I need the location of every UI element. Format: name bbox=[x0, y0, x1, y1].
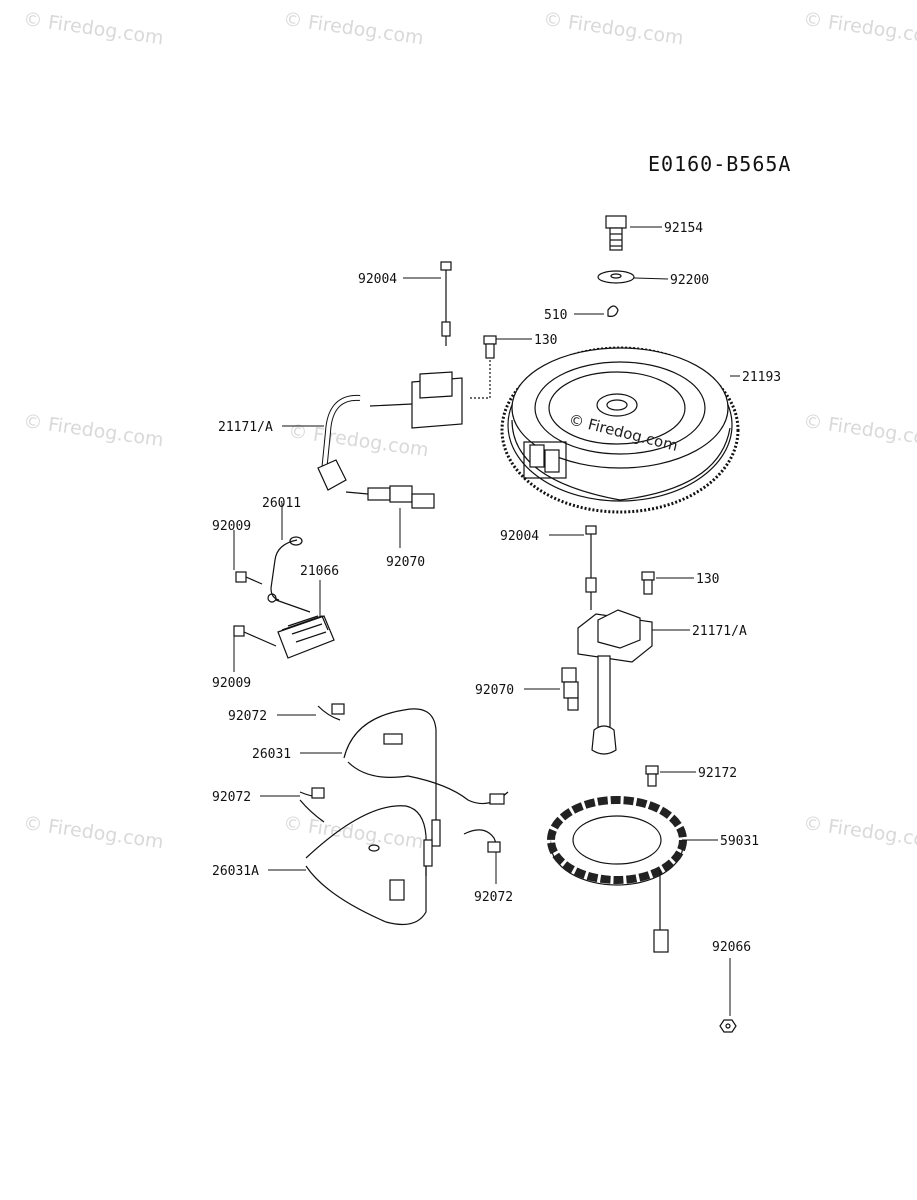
part-label: 26011 bbox=[262, 496, 301, 511]
part-label: 92009 bbox=[212, 676, 251, 691]
harness-26031 bbox=[317, 703, 509, 847]
part-label: 92172 bbox=[698, 766, 737, 781]
part-label: 92200 bbox=[670, 273, 709, 288]
stator-59031 bbox=[547, 796, 687, 953]
connector-92072-a bbox=[299, 787, 325, 823]
key-510 bbox=[607, 305, 619, 317]
part-label: 21171/A bbox=[692, 624, 747, 639]
spark-plug-upper bbox=[345, 485, 435, 509]
part-label: 59031 bbox=[720, 834, 759, 849]
part-label: 21193 bbox=[742, 370, 781, 385]
spark-plug-lower bbox=[561, 667, 579, 711]
part-label: 130 bbox=[696, 572, 719, 587]
part-label: 92072 bbox=[228, 709, 267, 724]
part-label: 26031 bbox=[252, 747, 291, 762]
part-label: 92070 bbox=[386, 555, 425, 570]
part-label: 510 bbox=[544, 308, 567, 323]
part-label: 92154 bbox=[664, 221, 703, 236]
screw-92009-lower bbox=[233, 625, 277, 647]
washer-92200 bbox=[597, 270, 635, 284]
part-label: 92072 bbox=[474, 890, 513, 905]
flywheel-21193 bbox=[500, 346, 740, 514]
part-label: 21066 bbox=[300, 564, 339, 579]
ground-lead-26011 bbox=[267, 536, 311, 613]
part-label: 130 bbox=[534, 333, 557, 348]
ignition-coil-upper bbox=[317, 261, 491, 491]
screw-92009-upper bbox=[235, 571, 263, 585]
connector-92072-b bbox=[463, 829, 501, 853]
part-label: 92070 bbox=[475, 683, 514, 698]
bolt-130-lower bbox=[641, 571, 655, 595]
leader-lines bbox=[233, 226, 740, 1016]
bolt-130-upper bbox=[483, 335, 497, 359]
screw-92172 bbox=[645, 765, 659, 787]
nut-92066 bbox=[719, 1019, 737, 1033]
part-label: 92072 bbox=[212, 790, 251, 805]
part-label: 92009 bbox=[212, 519, 251, 534]
ignition-coil-lower bbox=[577, 609, 653, 755]
part-label: 92066 bbox=[712, 940, 751, 955]
stud-92004-lower bbox=[585, 525, 597, 610]
part-label: 92004 bbox=[500, 529, 539, 544]
igniter-21066 bbox=[277, 615, 335, 659]
diagram-code: E0160-B565A bbox=[648, 152, 792, 176]
part-label: 92004 bbox=[358, 272, 397, 287]
harness-26031A bbox=[305, 805, 433, 925]
part-label: 21171/A bbox=[218, 420, 273, 435]
bolt-92154 bbox=[605, 215, 627, 251]
part-label: 26031A bbox=[212, 864, 259, 879]
